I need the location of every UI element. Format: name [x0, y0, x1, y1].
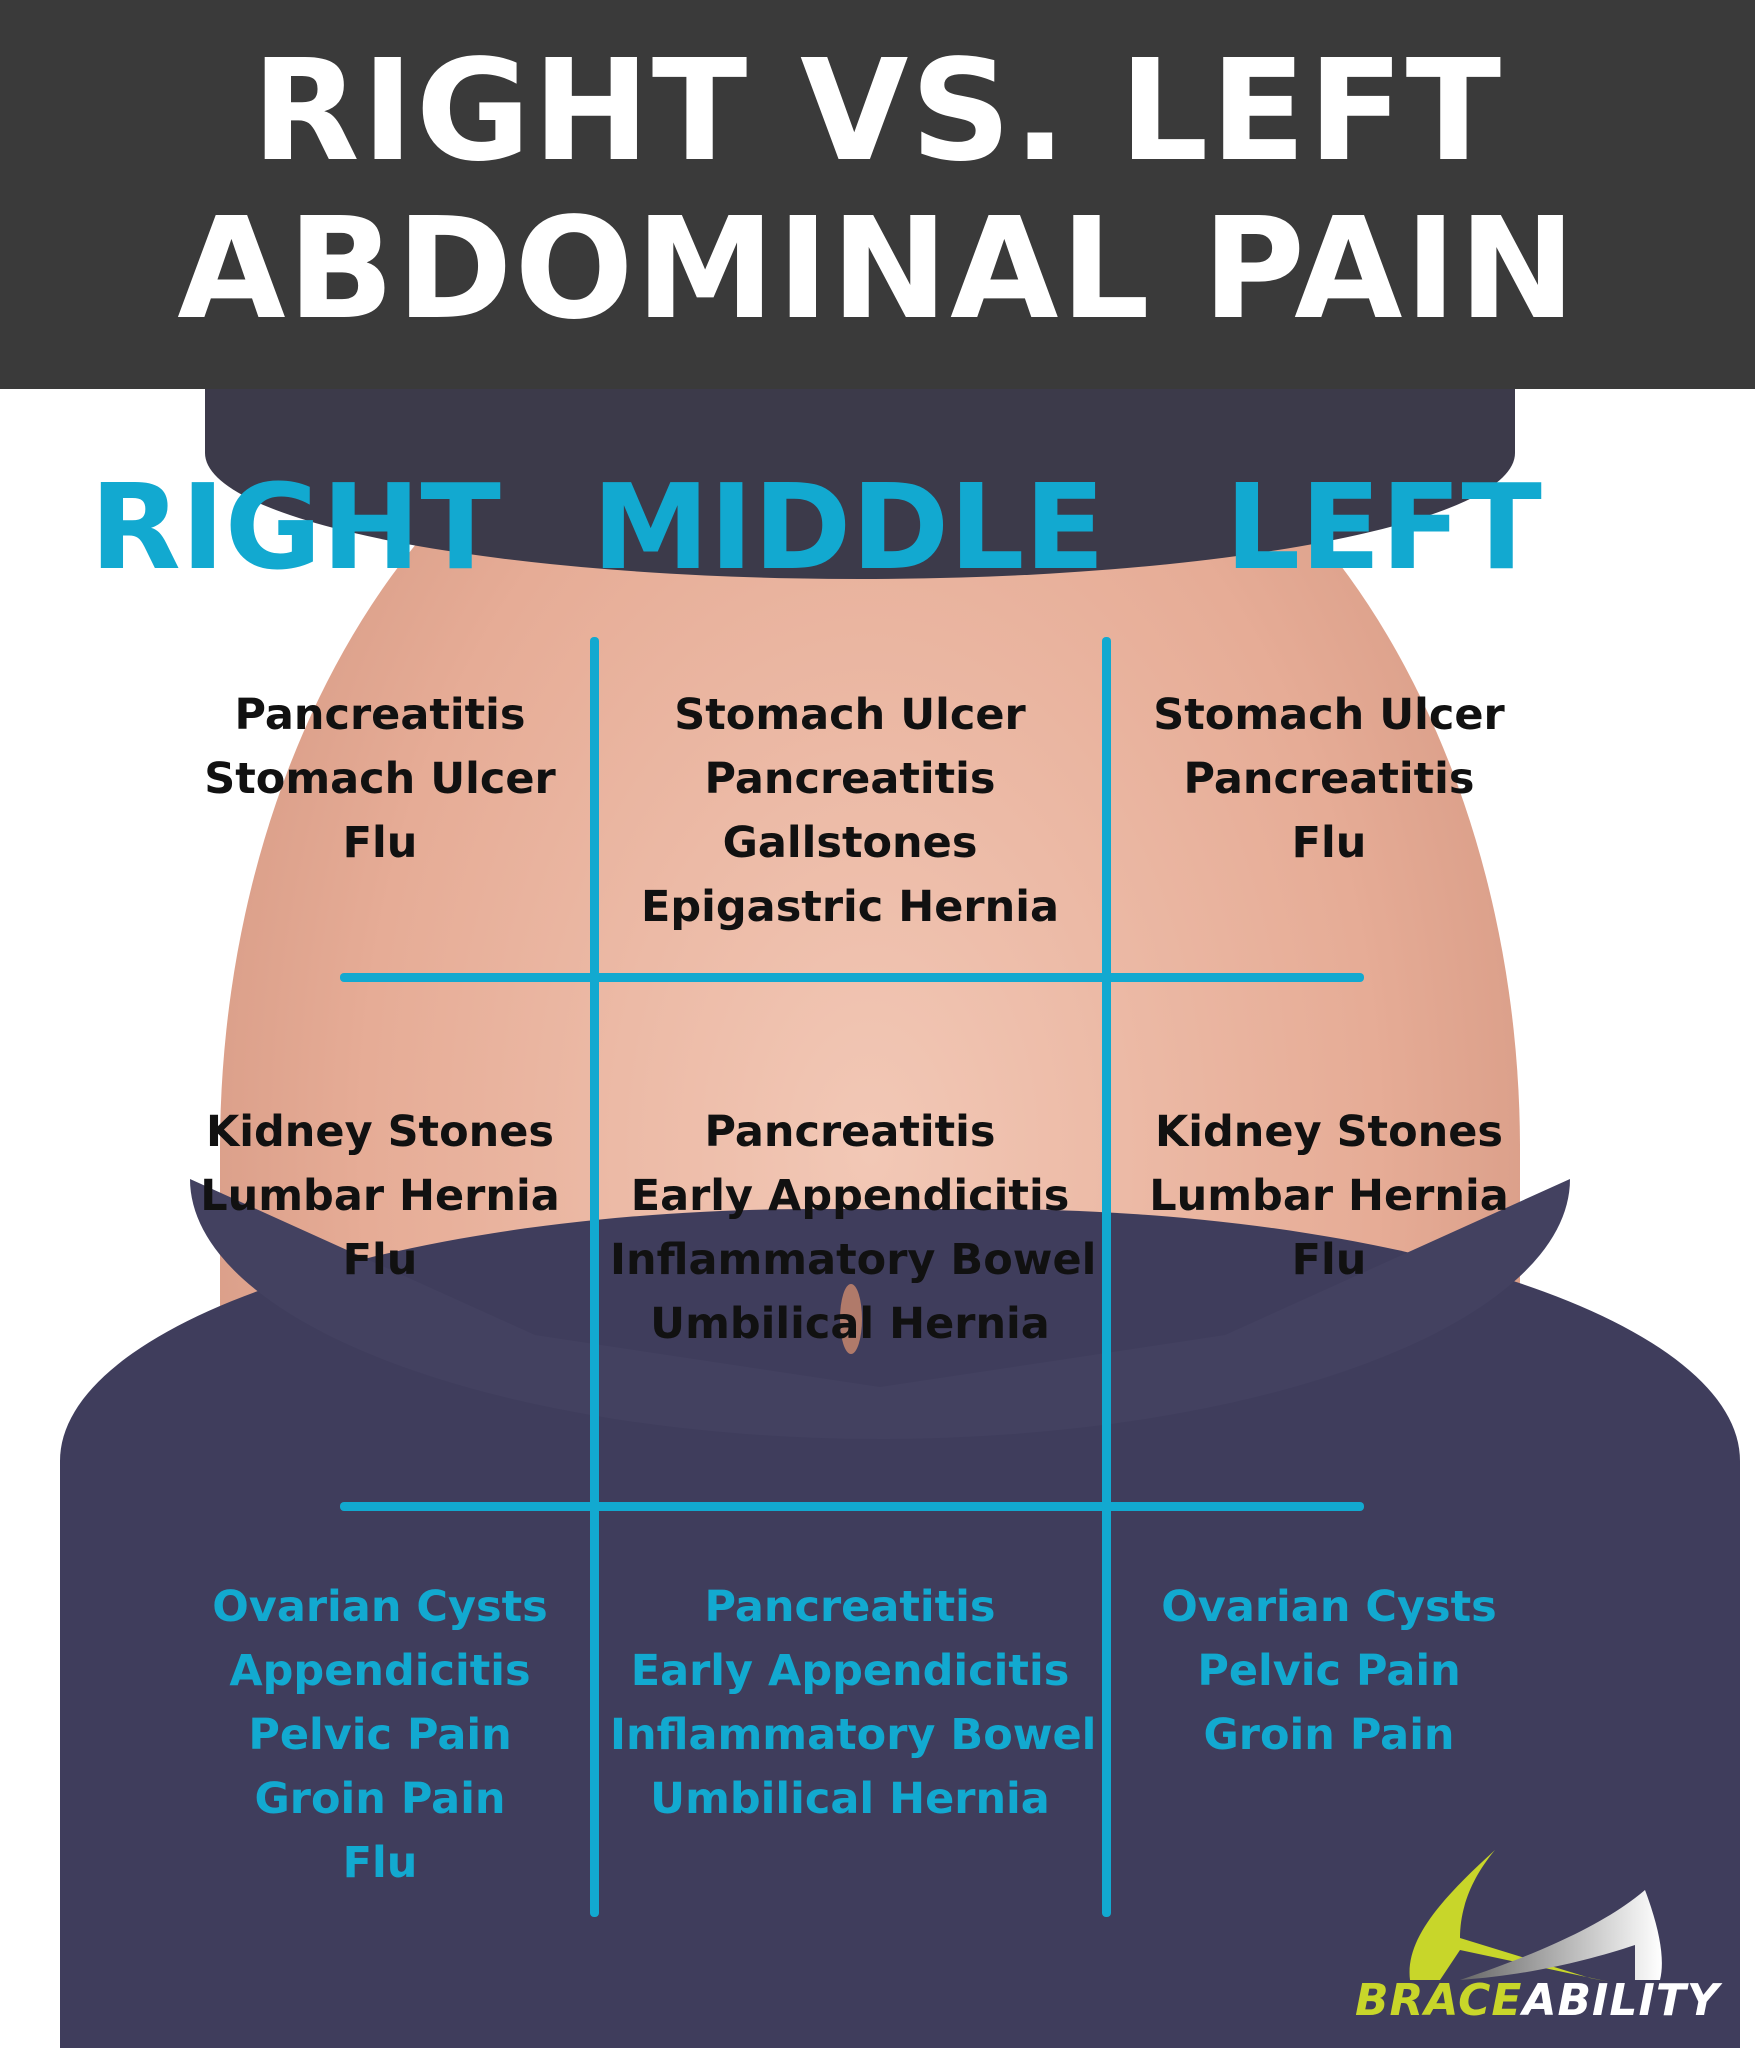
column-heading-middle: MIDDLE — [592, 458, 1106, 596]
condition-label: Pancreatitis — [234, 690, 526, 740]
condition-label: Pancreatitis — [704, 1107, 996, 1157]
condition-label: Flu — [342, 1235, 418, 1285]
condition-label: Stomach Ulcer — [674, 690, 1026, 740]
column-heading-right: RIGHT — [90, 458, 501, 596]
condition-label: Ovarian Cysts — [212, 1582, 548, 1632]
grid-divider-horizontal — [340, 973, 1364, 982]
condition-label: Groin Pain — [254, 1774, 506, 1824]
condition-label: Pancreatitis — [1183, 754, 1475, 804]
condition-label: Inflammatory Bowel — [610, 1710, 1097, 1760]
condition-label: Inflammatory Bowel — [610, 1235, 1097, 1285]
condition-label: Lumbar Hernia — [1149, 1171, 1509, 1221]
condition-label: Lumbar Hernia — [200, 1171, 560, 1221]
condition-label: Flu — [1291, 1235, 1367, 1285]
title-line-2: ABDOMINAL PAIN — [177, 188, 1578, 351]
condition-label: Early Appendicitis — [630, 1646, 1070, 1696]
condition-label: Flu — [1291, 818, 1367, 868]
condition-label: Groin Pain — [1203, 1710, 1455, 1760]
condition-label: Umbilical Hernia — [650, 1774, 1050, 1824]
braceability-logo-text: BRACEABILITY — [1355, 1975, 1720, 2026]
title-banner: RIGHT VS. LEFT ABDOMINAL PAIN — [0, 0, 1755, 389]
condition-label: Stomach Ulcer — [204, 754, 556, 804]
column-heading-left: LEFT — [1225, 458, 1542, 596]
braceability-logo-icon — [1409, 1850, 1662, 1982]
condition-label: Ovarian Cysts — [1161, 1582, 1497, 1632]
condition-label: Stomach Ulcer — [1153, 690, 1505, 740]
condition-label: Umbilical Hernia — [650, 1299, 1050, 1349]
condition-label: Gallstones — [722, 818, 978, 868]
grid-divider-vertical — [590, 637, 599, 1917]
condition-label: Epigastric Hernia — [641, 882, 1059, 932]
condition-label: Kidney Stones — [1154, 1107, 1504, 1157]
condition-label: Flu — [342, 1838, 418, 1888]
condition-label: Early Appendicitis — [630, 1171, 1070, 1221]
abdomen-photo — [0, 389, 1755, 2048]
condition-label: Appendicitis — [229, 1646, 531, 1696]
condition-label: Pancreatitis — [704, 754, 996, 804]
grid-divider-vertical — [1102, 637, 1111, 1917]
condition-label: Flu — [342, 818, 418, 868]
navel — [840, 1284, 862, 1354]
grid-divider-horizontal — [340, 1502, 1364, 1511]
title-line-1: RIGHT VS. LEFT — [251, 30, 1504, 193]
condition-label: Pancreatitis — [704, 1582, 996, 1632]
condition-label: Kidney Stones — [205, 1107, 555, 1157]
condition-label: Pelvic Pain — [1197, 1646, 1461, 1696]
condition-label: Pelvic Pain — [248, 1710, 512, 1760]
